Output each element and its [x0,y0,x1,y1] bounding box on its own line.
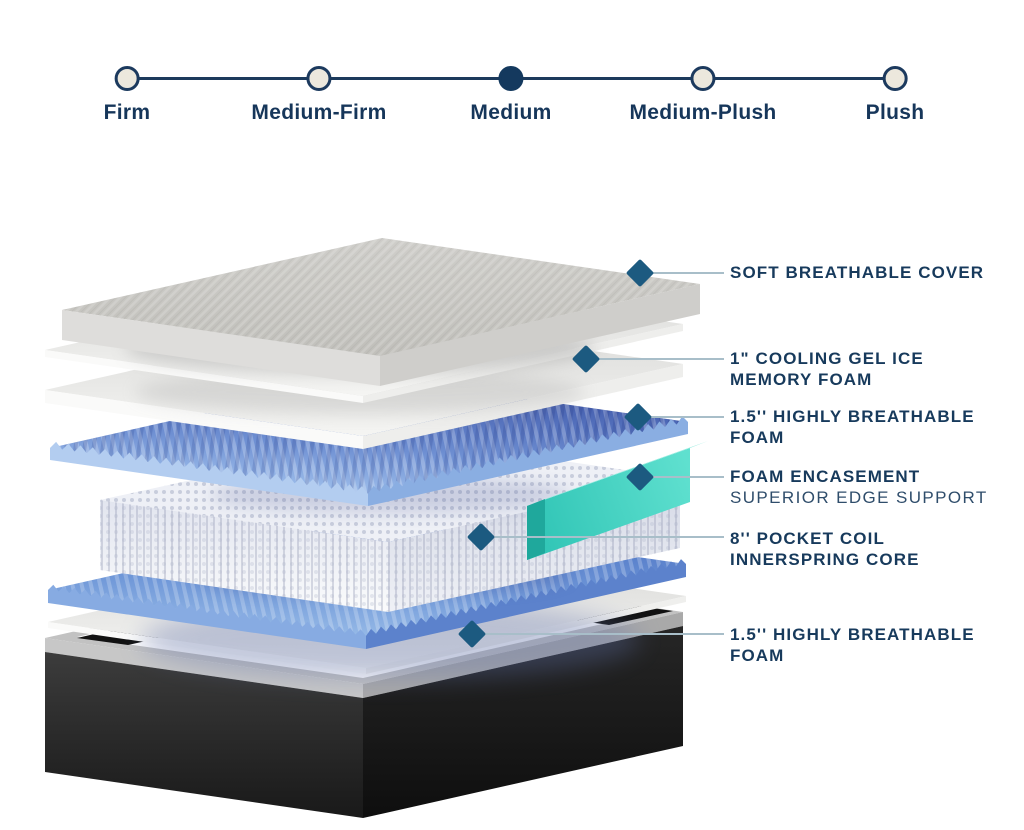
firmness-label: Plush [865,101,925,124]
firmness-scale: Firm Medium-Firm Medium Medium-Plush Plu… [0,0,1024,150]
firmness-label: Medium-Firm [251,101,387,124]
firmness-stop-medium-plush[interactable]: Medium-Plush [629,66,776,125]
label-foam-encasement: FOAM ENCASEMENT SUPERIOR EDGE SUPPORT [730,467,988,507]
label-pocket-coil-core: 8'' POCKET COIL INNERSPRING CORE [730,529,920,569]
label-cooling-gel-memory-foam: 1" COOLING GEL ICE MEMORY FOAM [730,349,924,389]
label-highly-breathable-foam-bottom: 1.5'' HIGHLY BREATHABLE FOAM [730,625,975,665]
firmness-label: Medium-Plush [629,101,777,124]
firmness-stop-medium-firm[interactable]: Medium-Firm [251,66,386,125]
label-highly-breathable-foam-top: 1.5'' HIGHLY BREATHABLE FOAM [730,407,975,447]
firmness-dot-medium-firm[interactable] [306,66,332,91]
layer-cover [62,238,700,386]
firmness-label: Medium [470,101,552,124]
firmness-stop-plush[interactable]: Plush [866,66,925,125]
firmness-dot-medium-selected[interactable] [498,66,524,91]
firmness-dot-firm[interactable] [114,66,140,91]
diamond-marker-encasement [626,463,654,491]
diamond-marker-pocket-coil [467,523,495,551]
diamond-marker-top-foam [624,403,652,431]
diamond-marker-bottom-foam [458,620,486,648]
firmness-stop-firm[interactable]: Firm [104,66,151,125]
firmness-dot-medium-plush[interactable] [690,66,716,91]
label-soft-breathable-cover: SOFT BREATHABLE COVER [730,263,985,282]
firmness-dot-plush[interactable] [882,66,908,91]
layer-markers [484,272,724,635]
diamond-marker-cooling-gel [572,345,600,373]
diamond-marker-cover [626,259,654,287]
firmness-label: Firm [103,101,151,124]
firmness-stop-medium[interactable]: Medium [470,66,551,125]
